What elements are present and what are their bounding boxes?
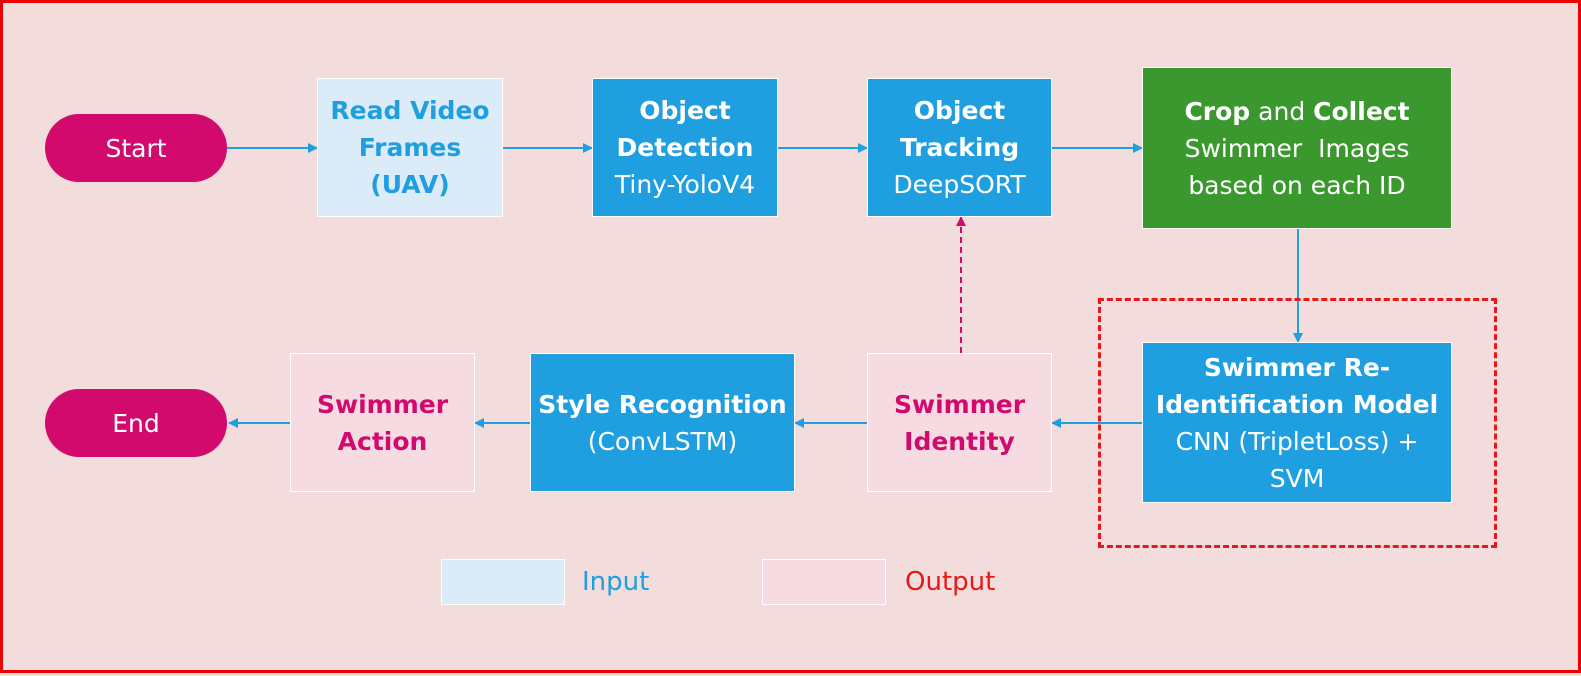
read-video-line-3: (UAV): [370, 170, 450, 199]
start-node: Start: [45, 114, 227, 182]
collect-word: Collect: [1313, 96, 1410, 126]
object-detection-title: Object: [639, 96, 731, 125]
object-detection-title-2: Detection: [616, 133, 754, 162]
read-video-line-2: Frames: [358, 133, 462, 162]
end-node: End: [45, 389, 227, 457]
object-tracking-box: Object Tracking DeepSORT: [867, 78, 1052, 217]
and-word: and: [1258, 96, 1306, 126]
swimmer-identity-line-2: Identity: [904, 426, 1015, 456]
swimmer-action-box: Swimmer Action: [290, 353, 475, 492]
style-recognition-method: (ConvLSTM): [587, 426, 738, 456]
crop-collect-line-2: Swimmer Images: [1184, 133, 1410, 163]
reid-model-box: Swimmer Re- Identification Model CNN (Tr…: [1142, 342, 1452, 503]
swimmer-identity-box: Swimmer Identity: [867, 353, 1052, 492]
object-detection-box: Object Detection Tiny-YoloV4: [592, 78, 778, 217]
reid-method-1: CNN (TripletLoss) +: [1175, 426, 1419, 456]
style-recognition-title: Style Recognition: [538, 389, 787, 419]
reid-dashed-group: [1098, 298, 1497, 548]
crop-word: Crop: [1184, 96, 1251, 126]
swimmer-action-line-1: Swimmer: [316, 389, 449, 419]
read-video-line-1: Read Video: [330, 96, 490, 125]
object-tracking-title-2: Tracking: [899, 133, 1020, 162]
crop-collect-line-3: based on each ID: [1188, 170, 1406, 200]
style-recognition-box: Style Recognition (ConvLSTM): [530, 353, 795, 492]
legend-output-swatch: [762, 559, 886, 605]
read-video-frames-box: Read Video Frames (UAV): [317, 78, 503, 217]
legend-input-label: Input: [582, 567, 650, 597]
crop-collect-line-1: Crop and Collect: [1184, 93, 1409, 130]
crop-collect-box: Crop and Collect Swimmer Images based on…: [1142, 67, 1452, 229]
object-tracking-method: DeepSORT: [893, 170, 1026, 199]
object-tracking-title: Object: [913, 96, 1006, 125]
reid-title-2: Identification Model: [1155, 389, 1439, 419]
reid-method-2: SVM: [1269, 463, 1325, 493]
legend-input-swatch: [441, 559, 565, 605]
legend-output-label: Output: [905, 567, 996, 597]
reid-title-1: Swimmer Re-: [1203, 352, 1391, 382]
start-label: Start: [105, 133, 167, 163]
end-label: End: [112, 408, 160, 438]
swimmer-action-line-2: Action: [337, 426, 428, 456]
object-detection-method: Tiny-YoloV4: [614, 170, 756, 199]
swimmer-identity-line-1: Swimmer: [893, 389, 1026, 419]
